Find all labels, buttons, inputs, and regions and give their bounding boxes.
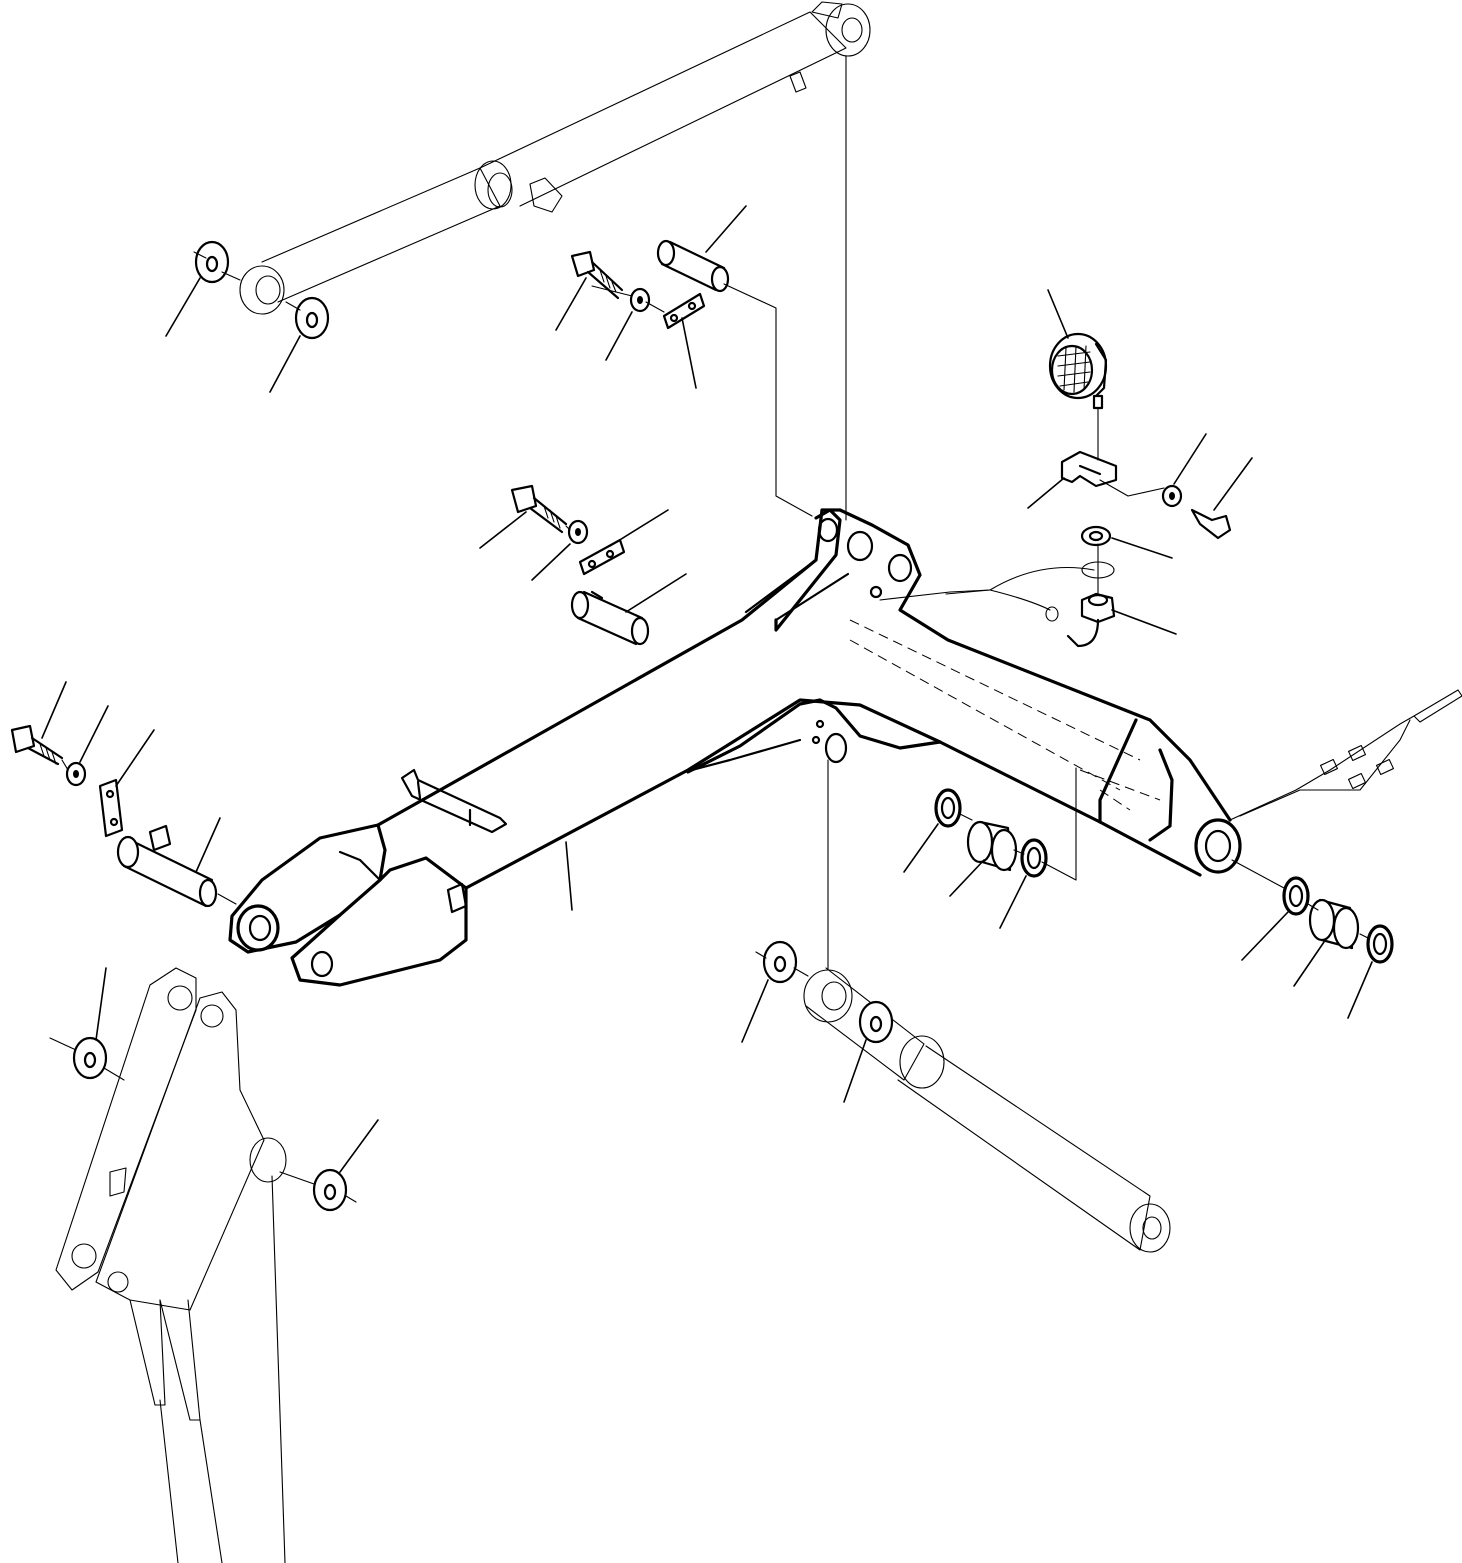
washers	[65, 240, 894, 1212]
bushings	[949, 820, 1360, 987]
lamp-bracket	[1027, 407, 1165, 509]
boom-arm	[228, 508, 1242, 987]
lamp-hardware	[1080, 433, 1253, 597]
work-lamp	[1047, 289, 1108, 410]
boom-cylinder	[239, 1, 871, 315]
dipper-arm	[55, 967, 287, 1563]
lock-plates	[98, 292, 706, 838]
assembly-lines	[49, 55, 1369, 1203]
pins	[116, 205, 813, 908]
seals	[903, 788, 1394, 1019]
lamp-nut	[1066, 592, 1177, 648]
lamp-harness	[879, 566, 1462, 821]
arm-cylinder	[803, 967, 1171, 1253]
bolts	[10, 250, 624, 766]
